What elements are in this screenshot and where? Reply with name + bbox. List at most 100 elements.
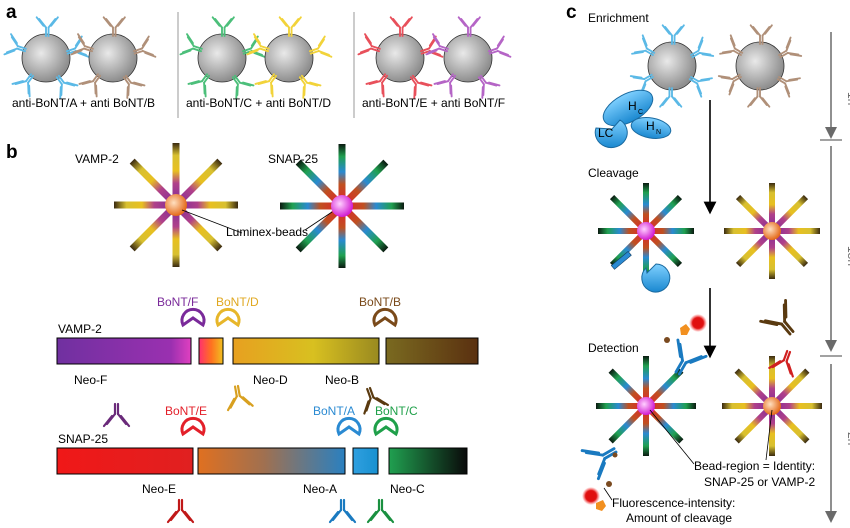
panel-a-bead-groups xyxy=(3,16,512,99)
panel-a-bead xyxy=(264,33,314,83)
bead-spoke xyxy=(609,194,649,234)
bead-spoke xyxy=(608,403,649,444)
callout-line-snap xyxy=(304,211,333,231)
time-18h: 18h xyxy=(845,246,850,266)
panel-a-antibody-icon xyxy=(425,33,449,56)
snap25-toxin-icons xyxy=(180,416,399,437)
bead-spoke xyxy=(734,368,775,409)
bead-spoke xyxy=(643,228,683,268)
bead-spoke xyxy=(769,194,809,234)
bont-a-label: BoNT/A xyxy=(313,404,355,418)
neo-f-label: Neo-F xyxy=(74,373,107,387)
enrichment-beads xyxy=(629,24,803,108)
panel-a-bead xyxy=(197,33,247,83)
detection-antibody-snap-lower-icon xyxy=(580,447,618,481)
step-cleavage: Cleavage xyxy=(588,166,639,180)
bont-c-label: BoNT/C xyxy=(375,404,418,418)
bead-spoke xyxy=(643,183,649,231)
panel-a-antibody-icon xyxy=(409,74,433,99)
bead-spoke xyxy=(735,194,775,234)
cleavage-snap25-core xyxy=(637,222,655,240)
vamp2-segment-1 xyxy=(56,337,192,365)
enrichment-antibody-icon xyxy=(690,36,715,59)
enrichment-antibody-icon xyxy=(661,24,685,45)
callout-line-vamp xyxy=(181,209,243,234)
neo-c-label: Neo-C xyxy=(390,482,425,496)
panel-a-antibody-icon xyxy=(102,16,126,37)
enrichment-bead xyxy=(735,41,785,91)
bead-spoke xyxy=(769,228,809,268)
panel-a-antibody-icon xyxy=(132,35,157,58)
detection-antibodies xyxy=(580,298,795,481)
detection-antibody-snap-upper-icon xyxy=(674,338,708,376)
enrichment-antibody-icon xyxy=(749,24,773,45)
callout-line-fluorescence xyxy=(603,487,613,501)
panel-a-antibody-icon xyxy=(487,35,512,58)
enrichment-antibody-icon xyxy=(747,87,771,108)
panel-a-antibody-icon xyxy=(11,73,35,98)
bead-spoke xyxy=(769,231,775,279)
fluorescence-line-1: Fluorescence-intensity: xyxy=(612,496,735,510)
panel-a-antibody-icon xyxy=(122,74,146,99)
bead-spoke xyxy=(769,356,775,406)
toxin-cleaver-icon xyxy=(373,416,399,437)
bead-spoke xyxy=(295,203,345,253)
snap25-bead-label: SNAP-25 xyxy=(268,152,318,166)
panel-a-bead xyxy=(375,33,425,83)
panel-a-caption-1: anti-BoNT/A + anti BoNT/B xyxy=(12,96,155,110)
reporter-top xyxy=(680,314,707,335)
panel-a-caption-2: anti-BoNT/C + anti BoNT/D xyxy=(186,96,331,110)
panel-a-antibody-icon xyxy=(298,74,322,99)
snap25-segment-1 xyxy=(56,447,194,475)
panel-a-antibody-icon xyxy=(179,33,203,56)
panel-a-caption-3: anti-BoNT/E + anti BoNT/F xyxy=(362,96,505,110)
bead-spoke xyxy=(643,406,649,456)
bead-region-line-2: SNAP-25 or VAMP-2 xyxy=(704,475,815,489)
bead-spoke xyxy=(643,356,649,406)
panel-a-bead xyxy=(21,33,71,83)
time-1h: 1h xyxy=(845,92,850,105)
vamp2-segment-4 xyxy=(385,337,479,365)
bead-spoke xyxy=(722,403,772,409)
panel-a-antibody-icon xyxy=(254,73,278,98)
panel-a-bead xyxy=(443,33,493,83)
panel-a-bead xyxy=(88,33,138,83)
bont-toxin-molecule: H C H N LC xyxy=(594,89,672,149)
neo-b-antibody-icon xyxy=(363,386,389,415)
bead-spoke xyxy=(598,228,646,234)
cleaved-fragment xyxy=(610,250,671,293)
bead-spoke xyxy=(114,201,176,209)
detection-vamp2-bead xyxy=(722,356,822,456)
panel-a-antibody-icon xyxy=(246,33,270,56)
panel-a-antibody-icon xyxy=(78,73,102,98)
bead-spoke xyxy=(643,231,649,279)
bead-spoke xyxy=(172,143,180,205)
panel-a-letter: a xyxy=(6,2,17,23)
neo-e-label: Neo-E xyxy=(142,482,176,496)
bead-spoke xyxy=(772,403,822,409)
bead-spoke xyxy=(772,228,820,234)
panel-a-antibody-icon xyxy=(365,73,389,98)
bead-spoke xyxy=(769,183,775,231)
bont-e-label: BoNT/E xyxy=(165,404,207,418)
neo-b-label: Neo-B xyxy=(325,373,359,387)
bead-spoke xyxy=(129,202,179,252)
panel-a-antibody-icon xyxy=(433,73,457,98)
bead-spoke xyxy=(338,144,346,206)
enrichment-antibody-icon xyxy=(717,73,742,96)
bont-d-label: BoNT/D xyxy=(216,295,259,309)
bead-spoke xyxy=(735,228,775,268)
cleavage-vamp2-core xyxy=(763,222,781,240)
bead-spoke xyxy=(608,368,649,409)
toxin-hc-c: C xyxy=(638,109,643,116)
panel-a-antibody-icon xyxy=(477,74,501,99)
bead-spoke xyxy=(769,406,775,456)
toxin-cleaver-icon xyxy=(215,307,241,328)
snap25-bar-label: SNAP-25 xyxy=(58,432,108,446)
toxin-cleaver-icon xyxy=(372,307,398,328)
panel-a-antibody-icon xyxy=(187,73,211,98)
panel-a-antibody-icon xyxy=(357,33,381,56)
panel-a-antibody-icon xyxy=(457,16,481,37)
callout-line-bead-region-2 xyxy=(765,409,773,461)
step-enrichment: Enrichment xyxy=(588,11,649,25)
